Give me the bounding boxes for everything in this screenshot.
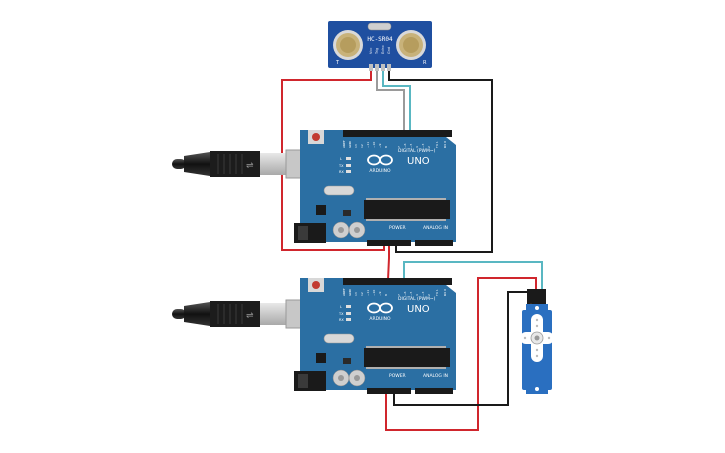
- svg-text:TX: TX: [338, 312, 344, 316]
- svg-text:7: 7: [397, 294, 401, 296]
- svg-text:~6: ~6: [403, 143, 407, 148]
- power-label-top: POWER: [389, 225, 406, 231]
- status-leds-top: L TX RX: [338, 157, 351, 174]
- sensor-crystal: [367, 22, 392, 31]
- wire-servo-power[interactable]: [385, 277, 537, 431]
- status-leds-bottom: L TX RX: [338, 305, 351, 322]
- wire-sensor-trig[interactable]: [376, 70, 405, 130]
- sensor-pin-labels: Vcc Trig Echo Gnd: [369, 46, 391, 56]
- brand-label-bottom: ARDUINO: [369, 316, 391, 322]
- analog-header-bottom: [415, 388, 453, 394]
- svg-text:AREF: AREF: [342, 140, 346, 148]
- servo-horn[interactable]: [520, 314, 554, 362]
- svg-text:Gnd: Gnd: [387, 47, 391, 54]
- analog-label-bottom: ANALOG IN: [423, 373, 448, 379]
- svg-text:RX 0: RX 0: [443, 141, 447, 148]
- sensor-corner-left: T: [335, 60, 340, 66]
- model-label-top: UNO: [407, 156, 430, 167]
- svg-text:2: 2: [427, 294, 431, 296]
- ultrasonic-sensor[interactable]: HC-SR04 T R Vcc Trig Echo Gnd: [328, 21, 432, 71]
- servo-connector: [527, 289, 546, 304]
- svg-text:AREF: AREF: [342, 288, 346, 296]
- svg-text:Trig: Trig: [375, 48, 379, 55]
- svg-text:12: 12: [360, 292, 364, 296]
- svg-text:~10: ~10: [372, 290, 376, 296]
- wire-sensor-gnd[interactable]: [388, 70, 493, 253]
- svg-text:TX 1: TX 1: [435, 141, 439, 149]
- svg-text:~10: ~10: [372, 142, 376, 148]
- svg-text:~6: ~6: [403, 291, 407, 296]
- svg-text:~9: ~9: [378, 291, 382, 296]
- arduino-logo-top: ARDUINO UNO: [367, 154, 430, 174]
- digital-header-bottom: [343, 278, 452, 285]
- power-header-bottom: [367, 388, 411, 394]
- svg-text:~5: ~5: [409, 143, 413, 148]
- svg-text:Echo: Echo: [381, 46, 385, 55]
- svg-text:L: L: [340, 157, 342, 161]
- brand-label-top: ARDUINO: [369, 168, 391, 174]
- digital-pin-labels-top: AREF GND 13 12 ~11 ~10 ~9 8 7 ~6 ~5 4 ~3…: [342, 140, 447, 149]
- svg-text:~3: ~3: [421, 291, 425, 296]
- sensor-header-pins: [369, 64, 391, 71]
- digital-header-top: [343, 130, 452, 137]
- svg-text:8: 8: [384, 146, 388, 148]
- svg-text:~3: ~3: [421, 143, 425, 148]
- model-label-bottom: UNO: [407, 304, 430, 315]
- digital-label-top: DIGITAL (PWM~): [398, 148, 436, 154]
- wire-servo-gnd[interactable]: [393, 291, 530, 406]
- wire-servo-signal[interactable]: [403, 261, 543, 292]
- svg-text:⇌: ⇌: [246, 161, 254, 171]
- microcontroller-top: [364, 200, 450, 219]
- svg-text:13: 13: [354, 144, 358, 148]
- svg-text:4: 4: [415, 146, 419, 148]
- svg-text:RX 0: RX 0: [443, 289, 447, 296]
- svg-text:RX: RX: [339, 170, 344, 174]
- analog-label-top: ANALOG IN: [423, 225, 448, 231]
- svg-text:RX: RX: [339, 318, 344, 322]
- svg-text:~9: ~9: [378, 143, 382, 148]
- power-header-top: [367, 240, 411, 246]
- arduino-uno-bottom[interactable]: ⇌ AREF GND 13 12 ~11 ~10 ~9 8 7 ~6 ~5 4 …: [172, 278, 456, 394]
- svg-text:12: 12: [360, 144, 364, 148]
- svg-text:Vcc: Vcc: [369, 48, 373, 54]
- svg-text:GND: GND: [348, 140, 352, 148]
- wire-sensor-echo[interactable]: [382, 70, 411, 130]
- svg-text:TX 1: TX 1: [435, 289, 439, 297]
- svg-text:8: 8: [384, 294, 388, 296]
- arduino-logo-bottom: ARDUINO UNO: [367, 302, 430, 322]
- svg-text:4: 4: [415, 294, 419, 296]
- svg-text:~11: ~11: [366, 290, 370, 296]
- svg-text:7: 7: [397, 146, 401, 148]
- digital-label-bottom: DIGITAL (PWM~): [398, 296, 436, 302]
- svg-text:⇌: ⇌: [246, 311, 254, 321]
- digital-pin-labels-bottom: AREF GND 13 12 ~11 ~10 ~9 8 7 ~6 ~5 4 ~3…: [342, 288, 447, 297]
- servo-motor[interactable]: [520, 289, 554, 394]
- crystal-top: [323, 185, 355, 196]
- sensor-corner-right: R: [423, 60, 427, 66]
- svg-text:L: L: [340, 305, 342, 309]
- svg-text:~11: ~11: [366, 142, 370, 148]
- svg-text:13: 13: [354, 292, 358, 296]
- arduino-uno-top[interactable]: ⇌ AREF GND 13 12 ~11 ~10 ~9 8 7 ~6 ~5 4 …: [172, 130, 456, 246]
- crystal-bottom: [323, 333, 355, 344]
- power-label-bottom: POWER: [389, 373, 406, 379]
- svg-text:TX: TX: [338, 164, 344, 168]
- microcontroller-bottom: [364, 348, 450, 367]
- analog-header-top: [415, 240, 453, 246]
- sensor-label: HC-SR04: [367, 36, 393, 43]
- svg-text:2: 2: [427, 146, 431, 148]
- svg-text:~5: ~5: [409, 291, 413, 296]
- svg-text:GND: GND: [348, 288, 352, 296]
